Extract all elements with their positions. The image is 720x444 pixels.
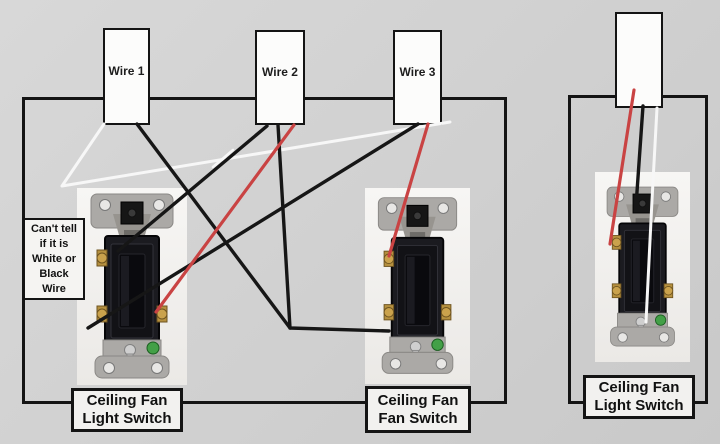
annotation-line: if it is [39,237,69,250]
unlabeled-wire-box [615,12,663,108]
label-ceiling-fan-light-switch-right: Ceiling Fan Light Switch [583,375,695,419]
annotation-cant-tell-wire: Can't tell if it is White or Black Wire [23,218,85,300]
annotation-line: Can't tell [30,222,77,235]
toggle-switch-illustration [606,186,679,347]
toggle-switch-illustration [377,196,458,375]
label-ceiling-fan-light-switch-left: Ceiling Fan Light Switch [71,388,183,432]
annotation-line: Wire [42,282,66,295]
middle-switch-photo [365,188,470,384]
annotation-line: White or [32,252,76,265]
annotation-line: Black [39,267,69,280]
wire-1-label: Wire 1 [108,63,145,78]
wire-3-box: Wire 3 [393,30,442,125]
wire-2-box: Wire 2 [255,30,305,125]
label-line: Ceiling Fan [598,379,680,396]
label-line: Light Switch [594,397,684,414]
wire-1-box: Wire 1 [103,28,150,125]
wire-2-label: Wire 2 [262,64,298,79]
right-switch-photo [595,172,690,362]
label-ceiling-fan-fan-switch: Ceiling Fan Fan Switch [365,386,471,433]
toggle-switch-illustration [90,193,174,379]
label-line: Ceiling Fan [86,392,168,409]
label-line: Ceiling Fan [377,391,459,409]
label-line: Fan Switch [378,409,458,427]
left-switch-photo [77,188,187,385]
label-line: Light Switch [82,410,172,427]
wire-3-label: Wire 3 [399,64,436,79]
